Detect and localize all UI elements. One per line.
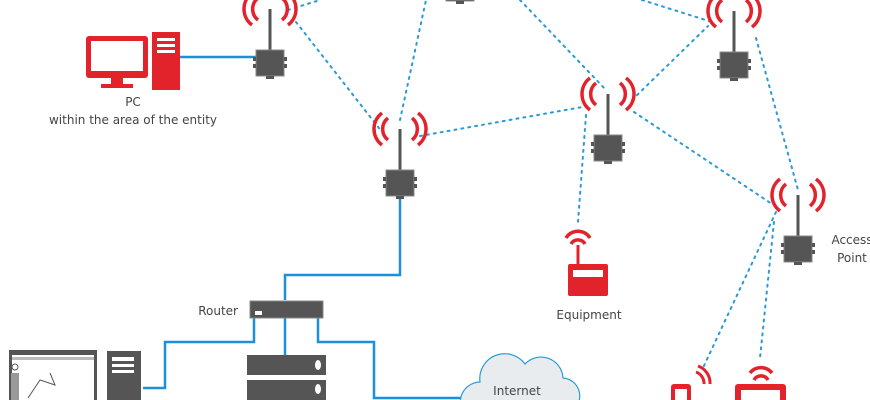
wireless-link (295, 21, 383, 133)
wired-links (143, 55, 470, 400)
wireless-links (287, 0, 799, 371)
wireless-link (577, 114, 587, 223)
wireless-link (759, 221, 775, 359)
pc-sublabel: within the area of the entity (49, 113, 217, 127)
cable-router-uplink (283, 195, 402, 300)
pc-label: PC (125, 95, 141, 109)
phone-icon (671, 364, 712, 400)
router-icon (249, 300, 324, 319)
mesh-node (372, 111, 428, 201)
wireless-link (419, 105, 589, 137)
access-point-label: Access (831, 233, 870, 247)
internet-label: Internet (493, 384, 541, 398)
wireless-link (631, 25, 709, 101)
wireless-link (519, 0, 607, 91)
wireless-link (755, 37, 799, 191)
access-point-node (770, 177, 826, 267)
mesh-node (580, 76, 636, 166)
equipment-icon (564, 229, 608, 296)
wireless-link (399, 0, 427, 121)
mesh-node (432, 0, 488, 6)
mesh-node (242, 0, 298, 81)
router-label: Router (198, 304, 238, 318)
cable-workstation (143, 318, 256, 390)
wireless-link (701, 211, 777, 371)
wireless-link (633, 111, 773, 205)
cable-internet (316, 318, 470, 400)
access-point-label: Point (837, 251, 867, 265)
workstation-icon (9, 350, 141, 400)
tablet-icon (735, 365, 786, 400)
internet-cloud-icon (459, 353, 581, 400)
server-icon (247, 355, 326, 400)
wireless-link (641, 0, 713, 23)
wireless-link (287, 0, 321, 11)
pc-icon (86, 32, 180, 90)
equipment-label: Equipment (556, 308, 621, 322)
mesh-node (706, 0, 762, 83)
